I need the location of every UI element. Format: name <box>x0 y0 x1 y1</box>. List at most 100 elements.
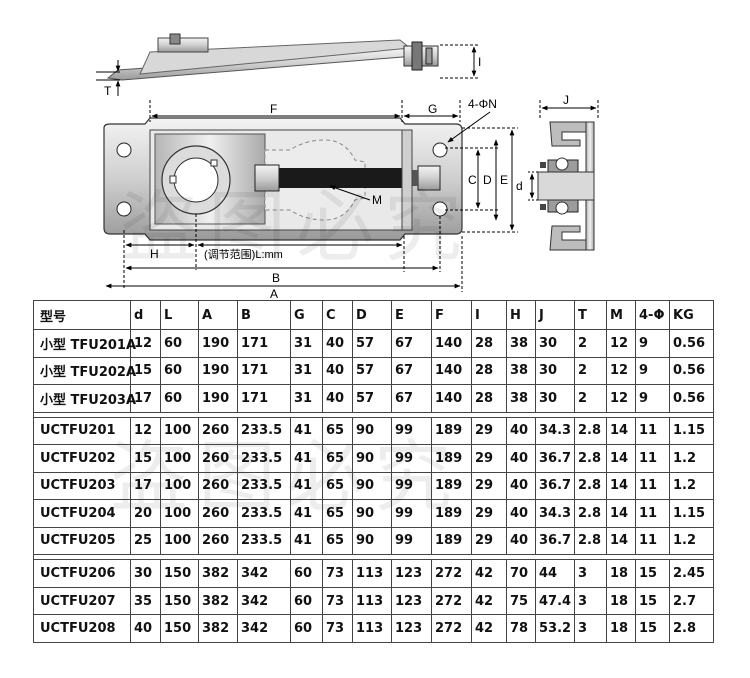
value-cell: 17 <box>130 471 161 501</box>
value-cell: 18 <box>606 559 636 588</box>
value-cell: 18 <box>606 614 636 643</box>
value-cell: 36.7 <box>535 444 575 473</box>
group-separator <box>33 411 714 418</box>
value-cell: 2.7 <box>669 586 714 616</box>
technical-drawing: I T M <box>96 33 599 301</box>
value-cell: 18 <box>606 586 636 616</box>
value-cell: 67 <box>391 329 432 358</box>
value-cell: 73 <box>322 614 353 643</box>
value-cell: 99 <box>391 416 432 446</box>
value-cell: 40 <box>506 471 536 501</box>
value-cell: 1.15 <box>669 416 714 446</box>
value-cell: 75 <box>506 586 536 616</box>
value-cell: 41 <box>290 526 323 556</box>
value-cell: 2.8 <box>574 526 607 556</box>
dim-label-hole: 4-ΦN <box>468 97 497 111</box>
value-cell: 100 <box>160 526 199 556</box>
value-cell: 150 <box>160 559 199 588</box>
value-cell: 41 <box>290 499 323 528</box>
value-cell: 41 <box>290 444 323 473</box>
col-header: B <box>237 300 291 330</box>
value-cell: 36.7 <box>535 526 575 556</box>
col-header: 型号 <box>33 300 131 330</box>
value-cell: 90 <box>352 499 392 528</box>
model-cell: UCTFU206 <box>33 559 131 588</box>
value-cell: 11 <box>635 471 670 501</box>
value-cell: 28 <box>471 356 507 386</box>
value-cell: 40 <box>506 444 536 473</box>
model-cell: UCTFU202 <box>33 444 131 473</box>
value-cell: 31 <box>290 356 323 386</box>
value-cell: 189 <box>431 471 472 501</box>
value-cell: 57 <box>352 384 392 413</box>
value-cell: 40 <box>130 614 161 643</box>
value-cell: 260 <box>198 526 238 556</box>
value-cell: 38 <box>506 384 536 413</box>
model-cell: 小型 TFU203A <box>33 384 136 413</box>
value-cell: 233.5 <box>237 416 291 446</box>
value-cell: 78 <box>506 614 536 643</box>
value-cell: 15 <box>635 559 670 588</box>
dim-label-A: A <box>270 287 278 301</box>
value-cell: 40 <box>322 384 353 413</box>
model-cell: UCTFU205 <box>33 526 131 556</box>
value-cell: 67 <box>391 356 432 386</box>
value-cell: 2.45 <box>669 559 714 588</box>
value-cell: 233.5 <box>237 499 291 528</box>
value-cell: 38 <box>506 356 536 386</box>
dim-label-J: J <box>563 93 569 107</box>
value-cell: 30 <box>130 559 161 588</box>
side-view <box>96 33 480 96</box>
value-cell: 3 <box>574 559 607 588</box>
value-cell: 150 <box>160 614 199 643</box>
value-cell: 29 <box>471 416 507 446</box>
value-cell: 189 <box>431 499 472 528</box>
value-cell: 123 <box>391 586 432 616</box>
value-cell: 2.8 <box>574 471 607 501</box>
value-cell: 123 <box>391 614 432 643</box>
value-cell: 1.2 <box>669 526 714 556</box>
value-cell: 11 <box>635 416 670 446</box>
model-cell: UCTFU207 <box>33 586 131 616</box>
value-cell: 382 <box>198 614 238 643</box>
value-cell: 40 <box>322 356 353 386</box>
value-cell: 14 <box>606 416 636 446</box>
value-cell: 90 <box>352 471 392 501</box>
value-cell: 113 <box>352 559 392 588</box>
value-cell: 30 <box>535 356 575 386</box>
value-cell: 189 <box>431 526 472 556</box>
value-cell: 14 <box>606 471 636 501</box>
dim-label-M: M <box>372 193 382 207</box>
value-cell: 67 <box>391 384 432 413</box>
value-cell: 11 <box>635 499 670 528</box>
value-cell: 100 <box>160 444 199 473</box>
value-cell: 272 <box>431 559 472 588</box>
value-cell: 15 <box>635 586 670 616</box>
dim-label-C: C <box>468 173 477 187</box>
value-cell: 90 <box>352 526 392 556</box>
value-cell: 233.5 <box>237 444 291 473</box>
value-cell: 47.4 <box>535 586 575 616</box>
value-cell: 41 <box>290 471 323 501</box>
value-cell: 40 <box>506 499 536 528</box>
value-cell: 171 <box>237 356 291 386</box>
dim-label-D: D <box>483 173 492 187</box>
col-header: J <box>535 300 575 330</box>
value-cell: 65 <box>322 526 353 556</box>
value-cell: 15 <box>130 444 161 473</box>
value-cell: 57 <box>352 356 392 386</box>
col-header: d <box>130 300 161 330</box>
value-cell: 28 <box>471 384 507 413</box>
section-view <box>528 100 599 251</box>
value-cell: 382 <box>198 559 238 588</box>
value-cell: 15 <box>635 614 670 643</box>
value-cell: 0.56 <box>669 384 714 413</box>
value-cell: 99 <box>391 444 432 473</box>
plan-dimensions <box>105 100 518 292</box>
value-cell: 12 <box>606 329 636 358</box>
